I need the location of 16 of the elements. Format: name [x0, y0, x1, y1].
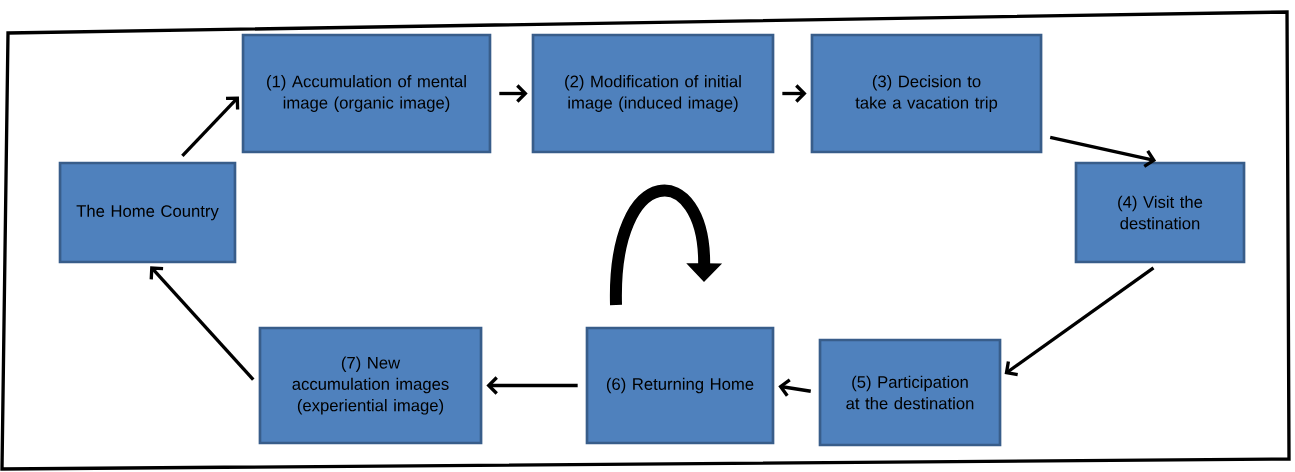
process-box: (2) Modification of initial image (induced image)	[531, 33, 775, 154]
arrow	[486, 376, 578, 395]
process-box: (6) Returning Home	[585, 326, 775, 445]
arrow	[1004, 266, 1155, 377]
arrow	[1049, 135, 1157, 168]
arrow	[782, 84, 807, 103]
process-box: (5) Participation at the destination	[818, 338, 1002, 447]
arrow	[499, 84, 528, 103]
process-box: (3) Decision to take a vacation trip	[810, 33, 1043, 154]
arrow	[149, 266, 255, 381]
process-box: (7) New accumulation images (experiential image)	[258, 326, 483, 445]
process-box: (4) Visit the destination	[1074, 161, 1246, 264]
process-box: The Home Country	[58, 161, 237, 264]
arrow	[778, 378, 812, 397]
process-box: (1) Accumulation of mental image (organic image)	[241, 33, 492, 154]
arrow	[181, 96, 240, 158]
